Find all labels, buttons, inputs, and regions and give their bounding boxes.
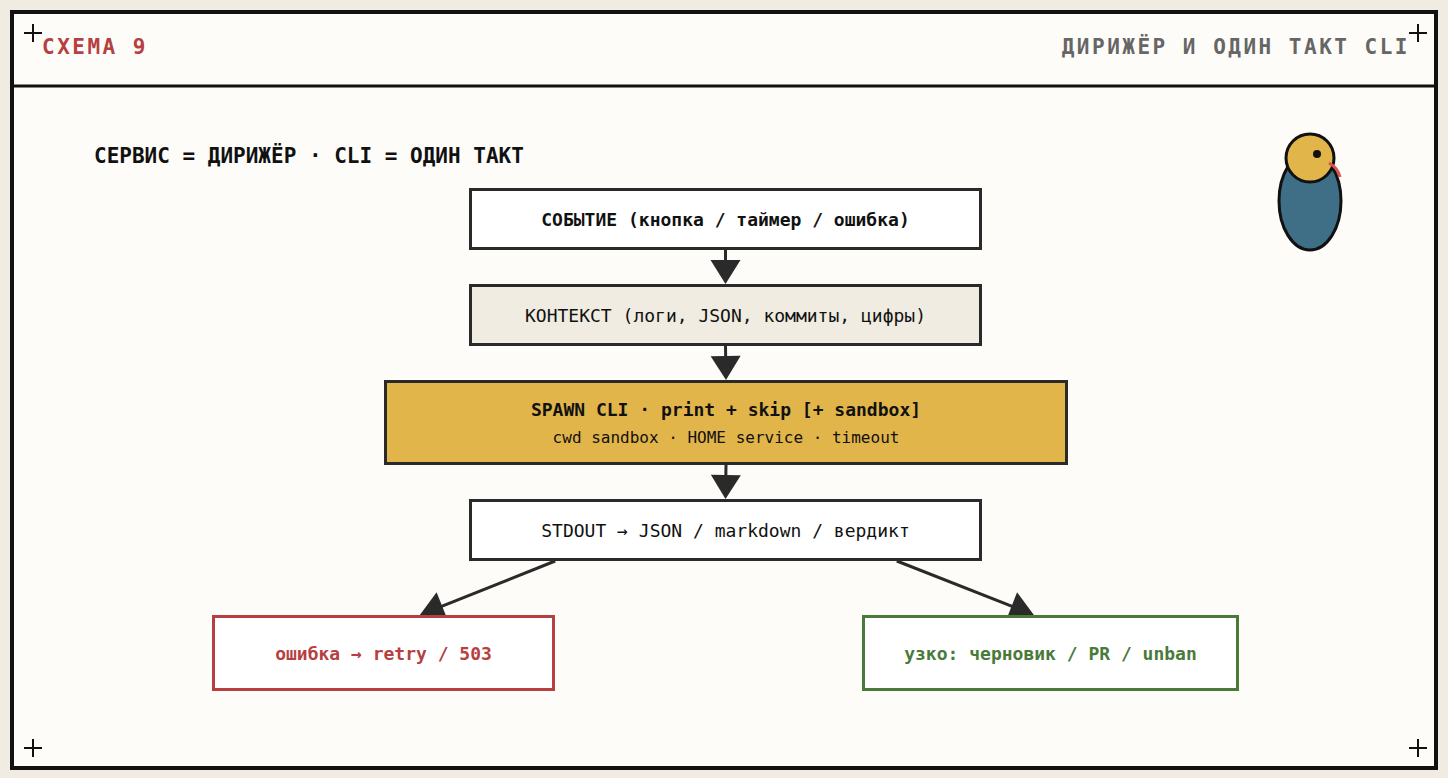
node-subtext: cwd sandbox · HOME service · timeout bbox=[553, 428, 900, 447]
header-title: ДИРИЖЁР И ОДИН ТАКТ CLI bbox=[1062, 35, 1410, 59]
error-box: ошибка → retry / 503 bbox=[212, 615, 555, 691]
node-text: СОБЫТИЕ (кнопка / таймер / ошибка) bbox=[541, 209, 909, 230]
flow-arrow bbox=[711, 346, 741, 380]
header-rule bbox=[12, 85, 1436, 88]
stdout-box: STDOUT → JSON / markdown / вердикт bbox=[469, 499, 982, 561]
context-box: КОНТЕКСТ (логи, JSON, коммиты, цифры) bbox=[469, 284, 982, 346]
bird-illustration bbox=[1279, 134, 1341, 250]
corner-marks bbox=[24, 24, 1427, 757]
subtitle: СЕРВИС = ДИРИЖЁР · CLI = ОДИН ТАКТ bbox=[94, 144, 524, 168]
figure-number: СХЕМА 9 bbox=[42, 35, 148, 59]
node-text: КОНТЕКСТ (логи, JSON, коммиты, цифры) bbox=[525, 305, 926, 326]
node-text: STDOUT → JSON / markdown / вердикт bbox=[541, 520, 909, 541]
outer-border bbox=[12, 12, 1436, 768]
flow-arrow bbox=[711, 250, 741, 284]
node-text: SPAWN CLI · print + skip [+ sandbox] bbox=[531, 399, 921, 420]
spawn-box: SPAWN CLI · print + skip [+ sandbox] cwd … bbox=[384, 380, 1068, 465]
node-text: ошибка → retry / 503 bbox=[275, 643, 492, 664]
flow-arrow bbox=[420, 561, 555, 620]
flow-arrow bbox=[711, 465, 741, 499]
node-text: узко: черновик / PR / unban bbox=[904, 643, 1197, 664]
flow-arrow bbox=[897, 561, 1034, 620]
result-box: узко: черновик / PR / unban bbox=[862, 615, 1239, 691]
event-box: СОБЫТИЕ (кнопка / таймер / ошибка) bbox=[469, 188, 982, 250]
